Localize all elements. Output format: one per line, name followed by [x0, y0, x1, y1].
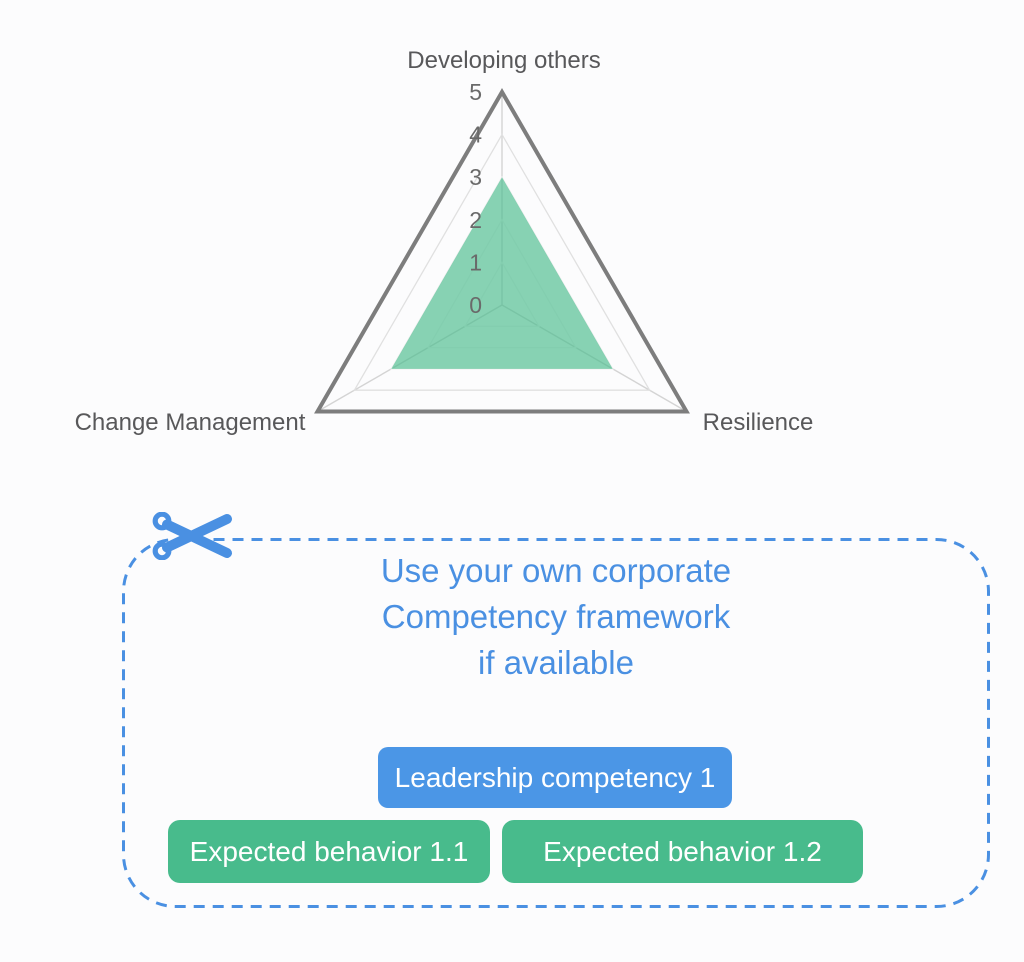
radar-axis-label: Change Management	[75, 409, 306, 436]
radar-tick-label: 3	[469, 164, 482, 190]
radar-tick-label: 0	[469, 292, 482, 318]
dashed-border	[122, 538, 990, 908]
callout-heading: Use your own corporate Competency framew…	[122, 548, 990, 686]
radar-tick-label: 1	[469, 249, 482, 275]
radar-axis-label: Developing others	[407, 47, 600, 74]
cut-out-callout: Use your own corporate Competency framew…	[122, 511, 990, 908]
heading-line-3: if available	[478, 644, 634, 681]
radar-axis-label: Resilience	[703, 409, 814, 436]
heading-line-2: Competency framework	[381, 598, 731, 635]
radar-tick-label: 5	[469, 79, 482, 105]
expected-behavior-1-button[interactable]: Expected behavior 1.1	[168, 820, 490, 883]
expected-behavior-2-button[interactable]: Expected behavior 1.2	[502, 820, 863, 883]
radar-tick-label: 4	[469, 122, 482, 148]
radar-tick-label: 2	[469, 207, 482, 233]
scissors-icon	[148, 511, 236, 562]
leadership-competency-button[interactable]: Leadership competency 1	[378, 747, 732, 808]
heading-line-1: Use your own corporate	[380, 552, 732, 589]
